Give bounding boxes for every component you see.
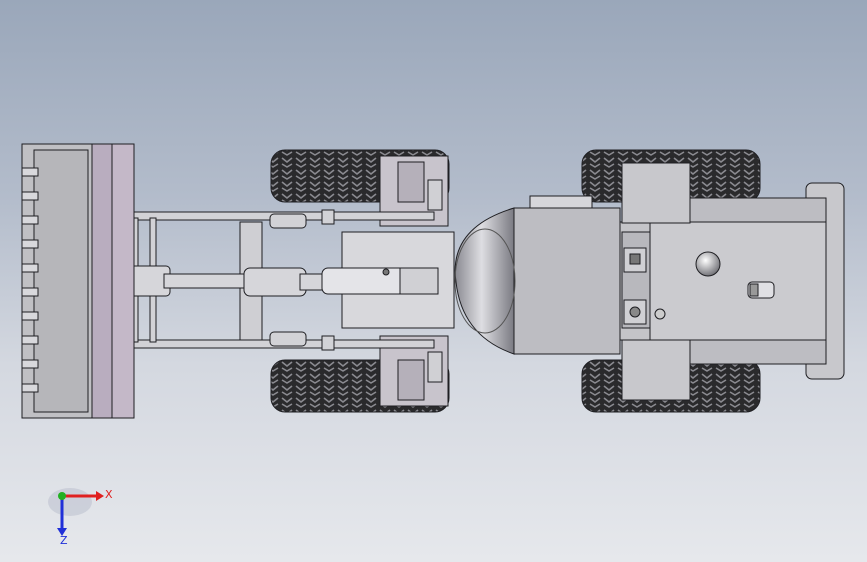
operator-cab — [513, 207, 621, 355]
tilt-cylinder — [123, 265, 439, 297]
exhaust-cap — [695, 251, 721, 277]
z-axis-label: Z — [60, 534, 68, 546]
bucket — [21, 143, 135, 419]
x-axis-label: X — [105, 488, 113, 501]
y-axis-dot — [58, 492, 66, 500]
loader-model — [21, 143, 845, 419]
coordinate-triad: X Y Z — [48, 488, 113, 546]
articulation-joint — [454, 207, 515, 355]
